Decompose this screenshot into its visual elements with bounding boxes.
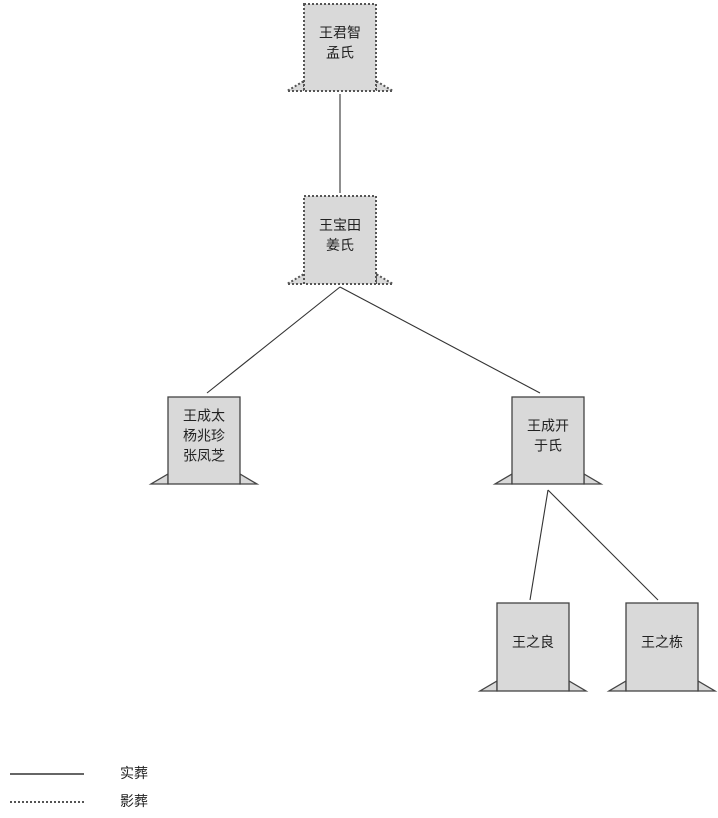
node-label-line: 王成开 — [527, 419, 569, 435]
node-foot-right — [375, 79, 397, 92]
node-label-line: 于氏 — [534, 439, 562, 455]
node-box — [303, 3, 377, 92]
edges-layer — [206, 94, 659, 601]
node-label-line: 姜氏 — [326, 238, 354, 254]
legend-solid-label: 实葬 — [120, 766, 148, 782]
node-box — [303, 195, 377, 285]
node-foot-right — [375, 272, 397, 285]
node-label-line: 王宝田 — [319, 218, 361, 234]
node-foot-left — [477, 679, 498, 692]
node-foot-left — [606, 679, 627, 692]
node-box — [511, 396, 585, 485]
legend: 实葬 影葬 — [10, 766, 148, 810]
node-foot-left — [283, 79, 305, 92]
node-foot-left — [492, 472, 513, 485]
node-box — [167, 396, 241, 485]
node-foot-right — [239, 472, 260, 485]
node-label-line: 孟氏 — [326, 46, 354, 62]
edge-wang-baotian-to-wang-chengkai — [339, 286, 541, 394]
edge-wang-baotian-to-wang-chengtai — [206, 286, 341, 394]
node-wang-zhidong: 王之栋 — [606, 602, 718, 692]
node-foot-left — [283, 272, 305, 285]
node-box — [496, 602, 570, 692]
node-label-line: 王成太 — [183, 409, 225, 425]
legend-dotted-label: 影葬 — [120, 794, 148, 810]
node-label-line: 王君智 — [319, 26, 361, 42]
node-wang-zhiliang: 王之良 — [477, 602, 589, 692]
node-foot-right — [697, 679, 718, 692]
node-foot-right — [583, 472, 604, 485]
node-label-line: 杨兆珍 — [183, 429, 225, 445]
node-foot-left — [148, 472, 169, 485]
node-foot-right — [568, 679, 589, 692]
node-box — [625, 602, 699, 692]
node-label-line: 王之栋 — [641, 634, 683, 651]
edge-wang-chengkai-to-wang-zhidong — [547, 489, 659, 601]
node-label-line: 王之良 — [512, 635, 554, 651]
node-label-line: 张凤芝 — [183, 449, 225, 465]
edge-wang-chengkai-to-wang-zhiliang — [529, 489, 549, 601]
